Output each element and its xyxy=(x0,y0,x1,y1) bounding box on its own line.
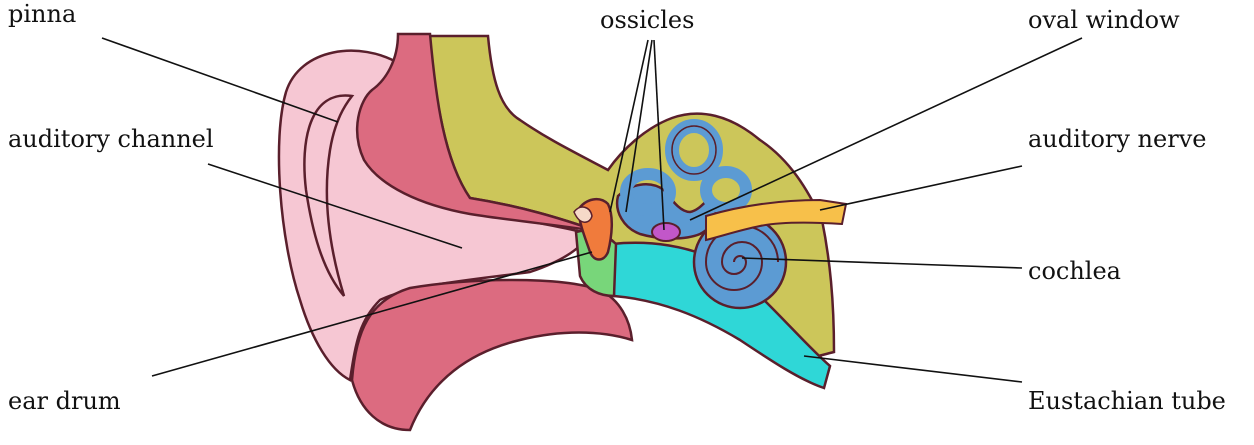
label-eustachian-tube: Eustachian tube xyxy=(1028,389,1226,413)
oval-window-shape xyxy=(652,223,680,241)
label-ossicles: ossicles xyxy=(600,8,694,32)
leader-oval-window xyxy=(690,38,1082,220)
label-auditory-channel: auditory channel xyxy=(8,127,214,151)
leader-auditory-nerve xyxy=(820,166,1022,210)
label-oval-window: oval window xyxy=(1028,8,1180,32)
outer-ear-lower-red xyxy=(352,280,632,430)
label-ear-drum: ear drum xyxy=(8,389,121,413)
label-auditory-nerve: auditory nerve xyxy=(1028,127,1206,151)
label-cochlea: cochlea xyxy=(1028,259,1121,283)
leader-eustachian-tube xyxy=(804,356,1022,382)
label-pinna: pinna xyxy=(8,2,76,26)
